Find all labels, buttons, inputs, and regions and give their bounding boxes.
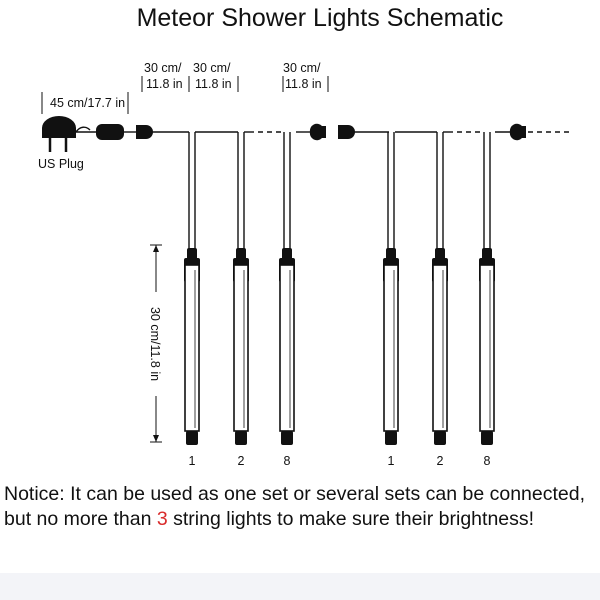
- light-tubes: 1 2 8 1 2 8: [184, 132, 495, 468]
- light-tube: 2: [432, 132, 448, 468]
- bottom-band: [0, 573, 600, 600]
- female-connector: [309, 123, 326, 141]
- light-tube: 8: [479, 132, 495, 468]
- notice-max-sets: 3: [156, 508, 168, 530]
- spacing-label-line2: 11.8 in: [195, 77, 232, 91]
- spacing-dimensions: 30 cm/ 11.8 in 30 cm/ 11.8 in 30 cm/ 11.…: [141, 61, 329, 92]
- female-connector: [509, 123, 526, 141]
- lead-length-label: 45 cm/17.7 in: [50, 96, 125, 110]
- lead-length-dimension: 45 cm/17.7 in: [41, 92, 129, 114]
- male-connector: [136, 125, 153, 139]
- plug-body: [42, 116, 76, 138]
- notice-text: Notice: It can be used as one set or sev…: [4, 482, 596, 532]
- tube-length-dimension: 30 cm/11.8 in: [148, 244, 162, 443]
- notice-text-before: Notice: It can be used as one set or sev…: [4, 483, 586, 530]
- tube-number-label: 1: [189, 454, 196, 468]
- spacing-label-line1: 30 cm/: [283, 61, 321, 75]
- spacing-label-line2: 11.8 in: [146, 77, 183, 91]
- male-connector: [338, 125, 355, 139]
- tube-number-label: 8: [484, 454, 491, 468]
- notice-text-after: string lights to make sure their brightn…: [167, 508, 535, 530]
- controller-box: [75, 124, 124, 140]
- tube-number-label: 8: [284, 454, 291, 468]
- spacing-label-line1: 30 cm/: [193, 61, 231, 75]
- spacing-label-line1: 30 cm/: [144, 61, 182, 75]
- us-plug-icon: US Plug: [38, 116, 84, 171]
- light-tube: 8: [279, 132, 295, 468]
- plug-label: US Plug: [38, 157, 84, 171]
- tube-length-label: 30 cm/11.8 in: [148, 307, 162, 381]
- spacing-label-line2: 11.8 in: [285, 77, 322, 91]
- tube-number-label: 2: [238, 454, 245, 468]
- light-tube: 1: [184, 132, 200, 468]
- light-string-diagram: 45 cm/17.7 in 30 cm/ 11.8 in 30 cm/ 11.8…: [38, 61, 570, 468]
- light-tube: 2: [233, 132, 249, 468]
- diagram-title: Meteor Shower Lights Schematic: [136, 4, 504, 32]
- tube-number-label: 2: [437, 454, 444, 468]
- tube-number-label: 1: [388, 454, 395, 468]
- light-tube: 1: [383, 132, 399, 468]
